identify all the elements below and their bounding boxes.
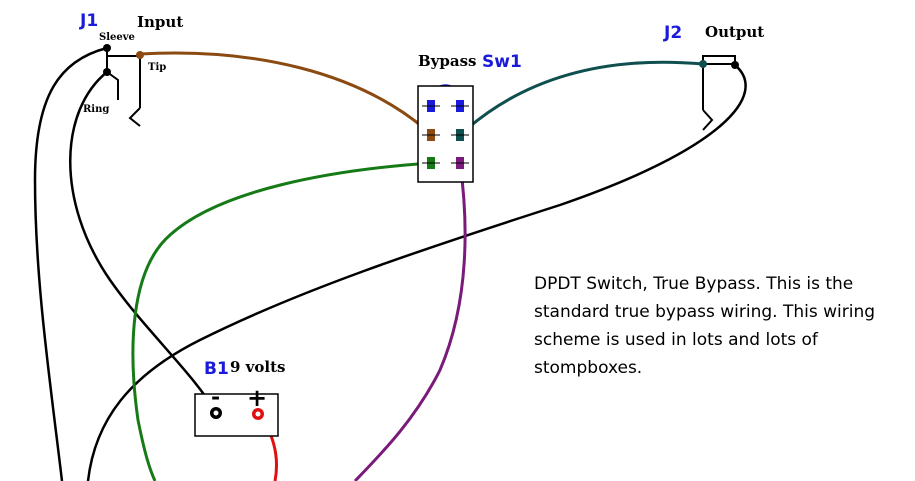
wire-j2-sleeve-ground: [86, 64, 747, 481]
wire-j1-sleeve-ground: [33, 46, 108, 481]
wire-brown-tip-to-switch: [139, 51, 434, 137]
label-battery-minus: -: [211, 384, 220, 410]
label-j2: J2: [663, 23, 682, 43]
label-output: Output: [705, 23, 764, 41]
label-sw1: Sw1: [482, 52, 522, 72]
wire-green-switch: [131, 161, 432, 481]
label-volts: 9 volts: [230, 358, 285, 376]
description-line: scheme is used in lots and lots of: [534, 330, 818, 350]
description-line: stompboxes.: [534, 358, 643, 378]
description-text: DPDT Switch, True Bypass. This is the st…: [534, 270, 904, 382]
label-tip: Tip: [148, 62, 166, 73]
label-bypass: Bypass: [418, 52, 477, 70]
jack-j1: [103, 44, 144, 127]
bypass-switch-sw1: [417, 85, 474, 183]
label-battery-plus: +: [247, 383, 267, 412]
label-ring: Ring: [83, 104, 109, 115]
battery-b1: [194, 393, 279, 437]
label-input: Input: [137, 13, 183, 31]
description-line: DPDT Switch, True Bypass. This is the: [534, 274, 854, 294]
label-sleeve: Sleeve: [99, 32, 135, 43]
wire-j1-ring-battery-negative: [69, 71, 218, 413]
wire-teal-switch-to-output: [458, 60, 704, 137]
jack-j2: [699, 55, 739, 131]
wire-purple-switch: [353, 162, 467, 481]
label-b1: B1: [204, 359, 229, 379]
label-j1: J1: [79, 11, 98, 31]
description-line: standard true bypass wiring. This wiring: [534, 302, 876, 322]
